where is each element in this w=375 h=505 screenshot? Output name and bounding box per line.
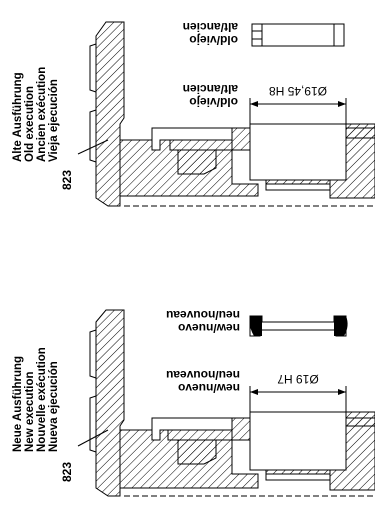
new-part-number: 823 <box>60 461 74 482</box>
old-bore-label: old/viejo alt/ancien <box>170 82 238 109</box>
old-caption-line-fr: Ancien exécution <box>36 66 48 162</box>
new-caption-line-de: Neue Ausführung <box>12 355 24 452</box>
old-housing-wall <box>95 21 125 207</box>
new-bore <box>249 411 347 471</box>
new-seal-right-lip <box>334 316 348 336</box>
new-shaft <box>345 411 375 427</box>
new-part-leader <box>77 429 109 447</box>
new-seal-ring <box>249 315 347 337</box>
old-housing-ribs <box>89 43 97 163</box>
new-bore-label: new/nuevo neu/nouveau <box>160 368 240 395</box>
new-caption: Neue Ausführung New execution Nouvelle e… <box>12 347 60 452</box>
old-ring <box>251 23 345 47</box>
new-bore-label-line-1: neu/nouveau <box>165 368 240 382</box>
new-bore-dimension: Ø19 H7 <box>277 372 319 386</box>
old-part-number: 823 <box>60 169 74 190</box>
new-seat-hatch <box>167 429 233 441</box>
new-dim-arrow-left <box>250 389 258 395</box>
old-dim-arrow-left <box>250 101 258 107</box>
old-small-ring <box>177 149 217 175</box>
old-execution-drawing <box>77 21 375 207</box>
new-ring-label-line-1: neu/nouveau <box>165 308 240 322</box>
old-part-leader <box>77 139 109 155</box>
new-housing-ribs <box>89 329 97 453</box>
new-caption-line-en: New execution <box>24 371 36 452</box>
old-shaft <box>345 123 375 139</box>
old-bore-step <box>265 180 331 191</box>
new-caption-line-es: Nueva ejecución <box>48 361 60 452</box>
new-ring-label: new/nuevo neu/nouveau <box>160 308 240 335</box>
old-bore-label-line-1: alt/ancien <box>182 82 238 96</box>
old-ring-label: old/viejo alt/ancien <box>170 20 238 47</box>
new-seal-left-lip <box>249 316 262 336</box>
new-execution-drawing <box>77 309 375 497</box>
old-caption-line-de: Alte Ausführung <box>12 72 24 162</box>
new-housing-wall <box>95 309 125 497</box>
new-caption-line-fr: Nouvelle exécution <box>36 347 48 452</box>
old-caption-line-en: Old execution <box>24 85 36 162</box>
new-ring-label-line-2: new/nuevo <box>177 321 240 335</box>
new-bore-step <box>265 470 331 481</box>
new-bore-label-line-2: new/nuevo <box>177 381 240 395</box>
old-ring-label-line-1: alt/ancien <box>182 20 238 34</box>
old-caption-line-es: Vieja ejecución <box>48 79 60 162</box>
old-seat-hatch <box>169 139 233 151</box>
old-bore-label-line-2: old/viejo <box>189 95 238 109</box>
old-bore-dimension: Ø19,45 H8 <box>268 84 328 98</box>
old-bore <box>249 123 347 181</box>
old-ring-label-line-2: old/viejo <box>189 33 238 47</box>
new-dim-arrow-right <box>338 389 346 395</box>
new-small-ring <box>177 439 217 465</box>
old-caption: Alte Ausführung Old execution Ancien exé… <box>12 67 60 162</box>
old-dim-arrow-right <box>338 101 346 107</box>
